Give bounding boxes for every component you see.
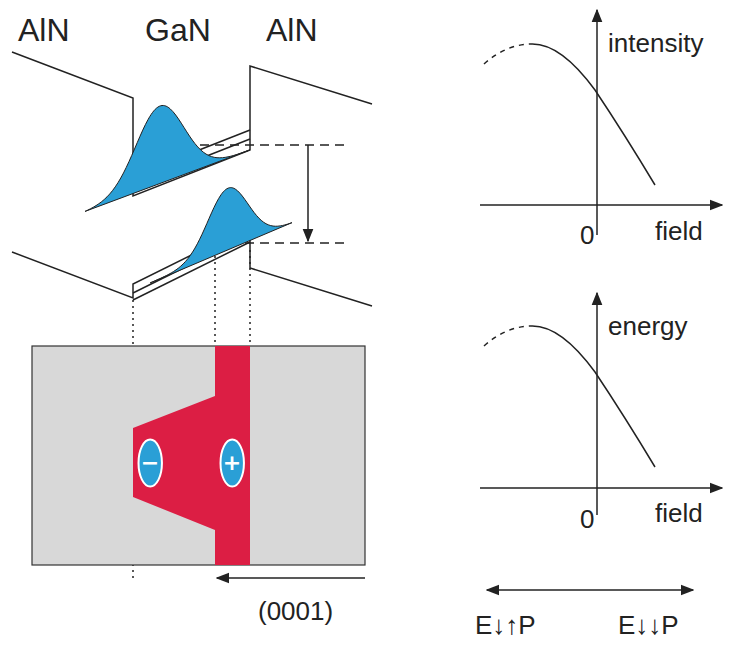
config-label: E↓↑P (475, 612, 536, 638)
charge-sign: + (223, 452, 241, 474)
curve (530, 326, 655, 467)
subband-line (133, 242, 250, 300)
tick-label: 0 (580, 506, 594, 532)
gan-region (133, 346, 250, 565)
guide-dotted (249, 250, 251, 348)
valence-band (12, 226, 372, 306)
direction-label: (0001) (258, 598, 333, 624)
direction-arrow (217, 577, 365, 579)
curve-dashed (484, 44, 530, 64)
axis (596, 293, 598, 515)
layer-label: AlN (18, 14, 70, 46)
axis (596, 10, 598, 235)
axis-label: intensity (608, 30, 703, 56)
transition-arrow (307, 145, 309, 241)
axis-label: field (655, 218, 703, 244)
layer-label: AlN (266, 14, 318, 46)
axis (480, 487, 722, 489)
axis (480, 204, 722, 206)
layer-label: GaN (145, 14, 211, 46)
guide-dotted (214, 250, 216, 348)
curve-dashed (484, 326, 530, 346)
hole-wavefunction (150, 188, 292, 283)
conduction-band (12, 52, 372, 196)
charge-ellipse: − (137, 438, 163, 488)
axis-label: field (655, 500, 703, 526)
charge-sign: − (141, 452, 159, 474)
axis-label: energy (608, 313, 688, 339)
tick-label: 0 (580, 222, 594, 248)
curve (530, 44, 655, 185)
config-label: E↓↓P (618, 612, 679, 638)
structure-box (32, 346, 365, 565)
charge-ellipse: + (219, 438, 245, 488)
double-arrow (487, 589, 693, 591)
